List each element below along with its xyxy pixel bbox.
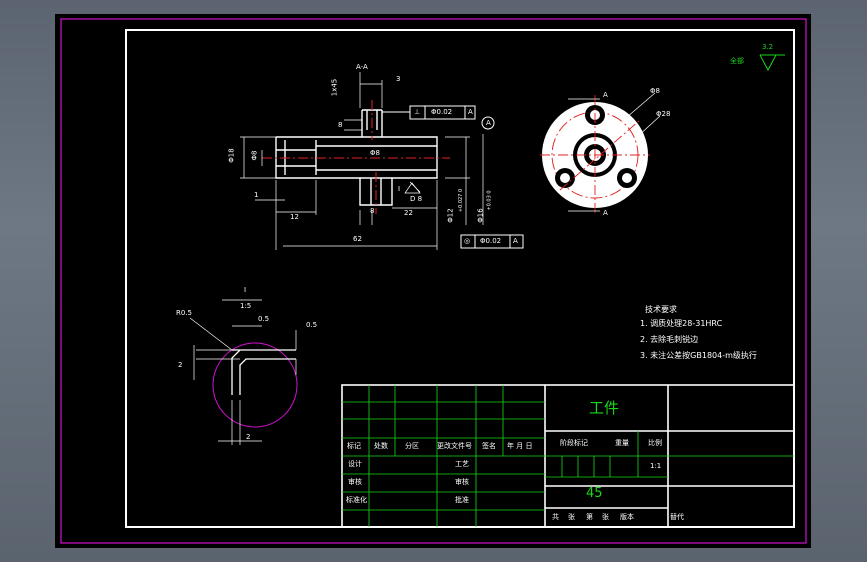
end-view-dim-phi8: Φ8 — [650, 87, 660, 95]
tb-sheet2: 张 — [602, 513, 609, 521]
sheet-border-magenta — [60, 18, 807, 544]
dim-bore-d8: D 8 — [410, 195, 423, 203]
roughness-symbol — [759, 54, 785, 72]
tb-no: 第 — [586, 513, 593, 521]
end-view-dim-phi28: Φ28 — [656, 110, 671, 118]
dim-slot-8: 8 — [370, 207, 375, 215]
tb-version: 版本 — [620, 513, 634, 521]
tb-row-process: 工艺 — [455, 460, 469, 468]
tol-bottom-value: Φ0.02 — [480, 237, 502, 245]
detail-callout-label: I — [398, 185, 401, 193]
dim-phi12-tol: +0.027 0 — [458, 188, 465, 213]
tech-req-item-3: 3. 未注公差按GB1804-m级执行 — [640, 351, 757, 360]
detail-dim-2b: 2 — [246, 433, 251, 441]
dim-phi16: Φ16 — [476, 208, 485, 223]
tb-row-std: 标准化 — [346, 496, 367, 504]
roughness-note: 全部 — [730, 57, 744, 65]
tb-header-zone: 分区 — [405, 442, 419, 450]
detail-label: I — [244, 286, 247, 294]
tol-top-value: Φ0.02 — [431, 108, 453, 116]
tb-row-design: 设计 — [348, 460, 362, 468]
dim-depth-8: 8 — [338, 121, 343, 129]
datum-a-label: A — [486, 119, 491, 127]
dim-length-22: 22 — [404, 209, 413, 217]
tb-replace: 替代 — [670, 513, 684, 521]
dim-phi18: Φ18 — [227, 148, 236, 163]
tol-top-symbol: ⊥ — [414, 108, 421, 116]
tb-header-date: 年 月 日 — [507, 442, 533, 450]
tol-bottom-datum: A — [513, 237, 518, 245]
tech-req-item-2: 2. 去除毛刺锐边 — [640, 335, 699, 344]
detail-r05: R0.5 — [176, 309, 192, 317]
tol-bottom-symbol: ◎ — [464, 237, 471, 245]
tech-req-title: 技术要求 — [645, 305, 677, 314]
drawing-frame — [125, 29, 795, 528]
tb-row-approve: 批准 — [455, 496, 469, 504]
end-view-label-top: A — [603, 91, 608, 99]
dim-width-top: 3 — [396, 75, 401, 83]
tol-top-datum: A — [468, 108, 473, 116]
section-centerlines — [262, 100, 450, 214]
tb-weight: 重量 — [615, 439, 629, 447]
detail-dim-05a: 0.5 — [258, 315, 270, 323]
tb-sheet1: 张 — [568, 513, 575, 521]
end-view — [540, 92, 661, 215]
drawing-sheet-outer — [55, 14, 811, 548]
tb-scale-value: 1:1 — [650, 462, 662, 470]
detail-view — [189, 299, 298, 445]
tb-header-mark: 标记 — [347, 442, 361, 450]
dim-bore-phi8: Φ8 — [370, 149, 380, 157]
end-view-label-bottom: A — [603, 209, 608, 217]
detail-scale: 1:5 — [240, 302, 252, 310]
dim-length-62: 62 — [353, 235, 362, 243]
detail-dim-05b: 0.5 — [306, 321, 318, 329]
geometric-tolerance-frames — [382, 105, 524, 249]
roughness-value: 3.2 — [762, 43, 774, 51]
tb-header-count: 处数 — [374, 442, 388, 450]
dim-phi12: Φ12 — [446, 208, 455, 223]
section-label: A-A — [356, 63, 368, 71]
dim-phi8: Φ8 — [250, 150, 259, 161]
dim-phi16-tol: +0.03 0 — [486, 190, 493, 211]
tb-scale-header: 比例 — [648, 439, 662, 447]
tb-total: 共 — [552, 513, 559, 521]
dim-chamfer-1: 1 — [254, 191, 259, 199]
title-block-grid — [342, 385, 794, 527]
tb-header-doc: 更改文件号 — [437, 442, 472, 450]
detail-dim-2a: 2 — [178, 361, 183, 369]
section-dimension-lines — [240, 72, 484, 250]
part-name: 工件 — [589, 399, 620, 417]
tb-row-review: 审核 — [455, 478, 469, 486]
tech-req-item-1: 1. 调质处理28-31HRC — [640, 319, 723, 328]
tb-row-check: 审核 — [348, 478, 362, 486]
material: 45 — [586, 486, 603, 501]
dim-length-12: 12 — [290, 213, 299, 221]
tb-header-sign: 签名 — [482, 442, 496, 450]
tb-stage-mark: 阶段标记 — [560, 439, 588, 447]
chamfer-label: 1x45 — [330, 78, 339, 97]
